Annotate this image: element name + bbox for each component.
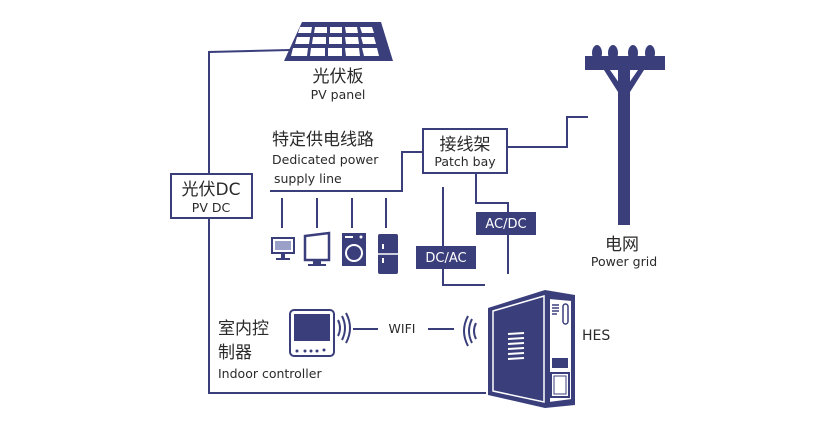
- hes-label: HES: [582, 328, 610, 344]
- ac-dc-label: AC/DC: [485, 217, 526, 232]
- appliances: [271, 231, 398, 274]
- pv-dc-label-zh: 光伏DC: [182, 180, 241, 200]
- solar-panel-grid: [291, 27, 379, 56]
- utility-pole-icon: [585, 45, 665, 225]
- ac-dc-tag: AC/DC: [476, 212, 536, 235]
- dedicated-line-label: 特定供电线路 Dedicated power supply line: [272, 130, 379, 186]
- dc-ac-label: DC/AC: [425, 251, 466, 266]
- pv-dc-box: 光伏DC PV DC: [170, 173, 253, 219]
- line-dedicated-to-patchbay: [270, 151, 424, 192]
- indoor-controller-zh-2: 制器: [218, 343, 252, 363]
- dedicated-line-en-1: Dedicated power: [272, 152, 379, 167]
- monitor-icon: [271, 237, 295, 260]
- indoor-controller-zh-1: 室内控: [218, 319, 269, 339]
- dedicated-line-zh: 特定供电线路: [272, 130, 374, 150]
- patch-bay-frame: [422, 128, 508, 174]
- dedicated-line-en-2: supply line: [274, 171, 342, 186]
- pv-panel-label-en: PV panel: [311, 87, 366, 102]
- controller-device-icon: [289, 309, 335, 357]
- pv-dc-label-en: PV DC: [192, 200, 231, 215]
- line-panel-to-pvdc: [208, 49, 291, 176]
- power-grid-label-en: Power grid: [591, 254, 657, 269]
- pv-panel-label-zh: 光伏板: [313, 67, 364, 87]
- ac-dc-bg: [476, 212, 536, 235]
- indoor-controller-en: Indoor controller: [218, 366, 322, 381]
- patch-bay-box: 接线架 Patch bay: [422, 128, 508, 174]
- hes-cabinet-icon: [488, 290, 575, 408]
- wifi-label: WIFI: [389, 321, 416, 336]
- washing-machine-icon: [342, 233, 366, 266]
- line-dcac: [442, 187, 485, 286]
- pv-panel: 光伏板 PV panel: [284, 22, 393, 102]
- dc-ac-bg: [416, 246, 476, 269]
- connection-lines: [208, 49, 588, 394]
- line-patchbay-to-acdc: [475, 173, 509, 274]
- power-grid-label-zh: 电网: [605, 235, 639, 255]
- patch-bay-label-zh: 接线架: [440, 135, 491, 155]
- wifi-link: WIFI: [353, 315, 477, 347]
- patch-bay-label-en: Patch bay: [434, 154, 496, 169]
- refrigerator-icon: [378, 234, 398, 274]
- tv-icon: [303, 231, 331, 266]
- line-patchbay-to-grid: [507, 116, 588, 148]
- pv-dc-frame: [170, 173, 253, 219]
- hes: HES: [488, 290, 610, 408]
- wifi-signal-right-icon: [463, 315, 477, 347]
- line-pvdc-to-hes: [208, 218, 486, 394]
- indoor-controller: 室内控 制器 Indoor controller: [218, 309, 351, 381]
- power-grid: 电网 Power grid: [585, 45, 665, 269]
- wifi-signal-left-icon: [337, 312, 351, 344]
- dc-ac-tag: DC/AC: [416, 246, 476, 269]
